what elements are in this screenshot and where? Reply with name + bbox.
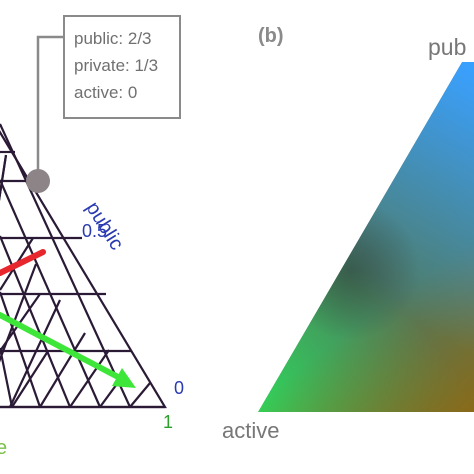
grid-line bbox=[0, 263, 38, 363]
panel-b-label: (b) bbox=[258, 25, 284, 47]
grid-line bbox=[129, 382, 151, 408]
grid-line bbox=[0, 347, 14, 408]
vertex-label-active: active bbox=[222, 418, 280, 443]
axis-label-active-fragment: e bbox=[0, 437, 8, 459]
green-arrow bbox=[0, 312, 136, 388]
grid-line bbox=[69, 349, 110, 408]
ternary-grid bbox=[0, 123, 167, 409]
composition-tooltip: public: 2/3 private: 1/3 active: 0 bbox=[63, 15, 181, 119]
color-triangle bbox=[258, 62, 474, 412]
grid-line bbox=[9, 299, 61, 408]
grid-line bbox=[39, 332, 86, 408]
tooltip-active: active: 0 bbox=[74, 83, 138, 102]
grid-line bbox=[0, 291, 42, 408]
grid-line bbox=[11, 350, 49, 408]
vertex-label-public: pub bbox=[428, 34, 467, 60]
tick-label-1: 1 bbox=[163, 412, 174, 432]
tooltip-private: private: 1/3 bbox=[74, 56, 159, 75]
tooltip-public: public: 2/3 bbox=[74, 29, 152, 48]
tooltip-leader-line bbox=[36, 35, 63, 181]
tick-label-0-5: 0.5 bbox=[82, 221, 108, 241]
selected-point-marker[interactable] bbox=[26, 169, 50, 193]
red-arrow bbox=[0, 249, 46, 276]
tick-label-0: 0 bbox=[174, 378, 185, 398]
grid-line bbox=[0, 123, 131, 408]
